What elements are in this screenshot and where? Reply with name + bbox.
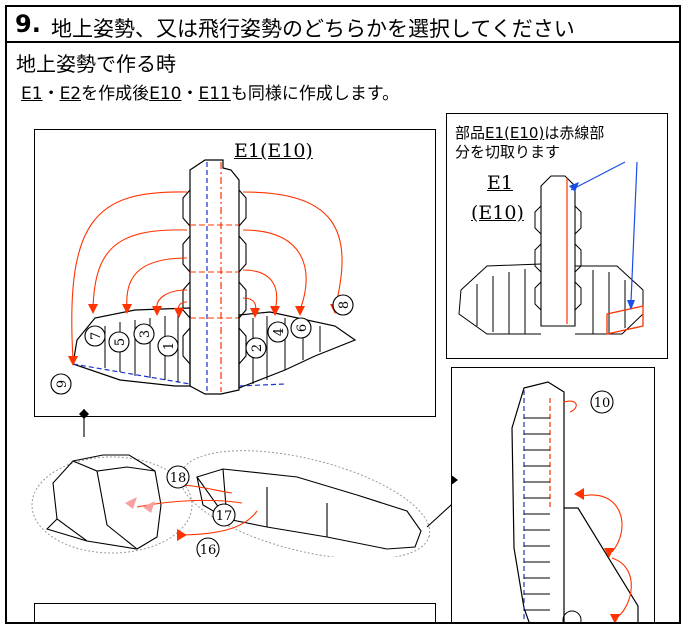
section-heading: 地上姿勢で作る時 [16,52,176,76]
step-title: 地上姿勢、又は飛行姿勢のどちらかを選択してください [51,17,575,41]
step-num-17: 17 [216,509,233,524]
note-label-e10: (E10) [471,202,524,224]
step-num-3: 3 [138,330,153,338]
part-e11-ref: E11 [198,84,231,104]
step-num-18: 18 [170,471,187,486]
part-e1-diagram: 9 7 5 3 1 2 4 6 8 [50,159,357,395]
part-e10-ref: E10 [149,84,182,104]
cut-note-text: 部品E1(E10)は赤線部 分を切取ります [455,124,604,162]
bottom-assembly-diagram: 16 17 18 [31,409,457,557]
instruction-tail: も同様に作成します。 [230,84,400,104]
side-view-diagram: 10 [452,381,639,622]
note-suffix: は赤線部 [544,124,605,142]
step-num-7: 7 [89,332,104,340]
part-e1-ref: E1 [21,84,43,104]
instruction-page: 9. 地上姿勢、又は飛行姿勢のどちらかを選択してください 地上姿勢で作る時 E1… [5,5,681,624]
lower-panel [34,603,436,622]
cut-part-diagram [458,161,644,335]
note-part-ref: E1(E10) [485,124,545,142]
step-header: 9. 地上姿勢、又は飛行姿勢のどちらかを選択してください [7,7,679,43]
note-line-2: 分を切取ります [455,143,561,161]
step-num-10: 10 [594,396,611,411]
step-num-8: 8 [337,301,352,309]
step-num-4: 4 [272,328,287,336]
note-label-e1: E1 [487,172,513,194]
separator: ・ [42,84,60,104]
instruction-mid: を作成後 [81,84,150,104]
step-num-9: 9 [55,380,70,388]
step-number: 9. [15,10,41,38]
step-num-5: 5 [113,338,128,346]
cut-note-panel: 部品E1(E10)は赤線部 分を切取ります E1 (E10) [446,113,668,359]
step-num-1: 1 [162,342,177,350]
main-diagram-panel: E1(E10) [34,129,436,417]
main-panel-label: E1(E10) [234,140,313,162]
side-view-panel: 10 [451,367,655,622]
step-num-6: 6 [295,324,310,332]
part-e2-ref: E2 [59,84,82,104]
separator: ・ [181,84,199,104]
note-prefix: 部品 [455,124,486,142]
instruction-line: E1・E2を作成後E10・E11も同様に作成します。 [21,79,399,104]
step-num-16: 16 [200,543,217,557]
step-num-2: 2 [250,344,265,352]
